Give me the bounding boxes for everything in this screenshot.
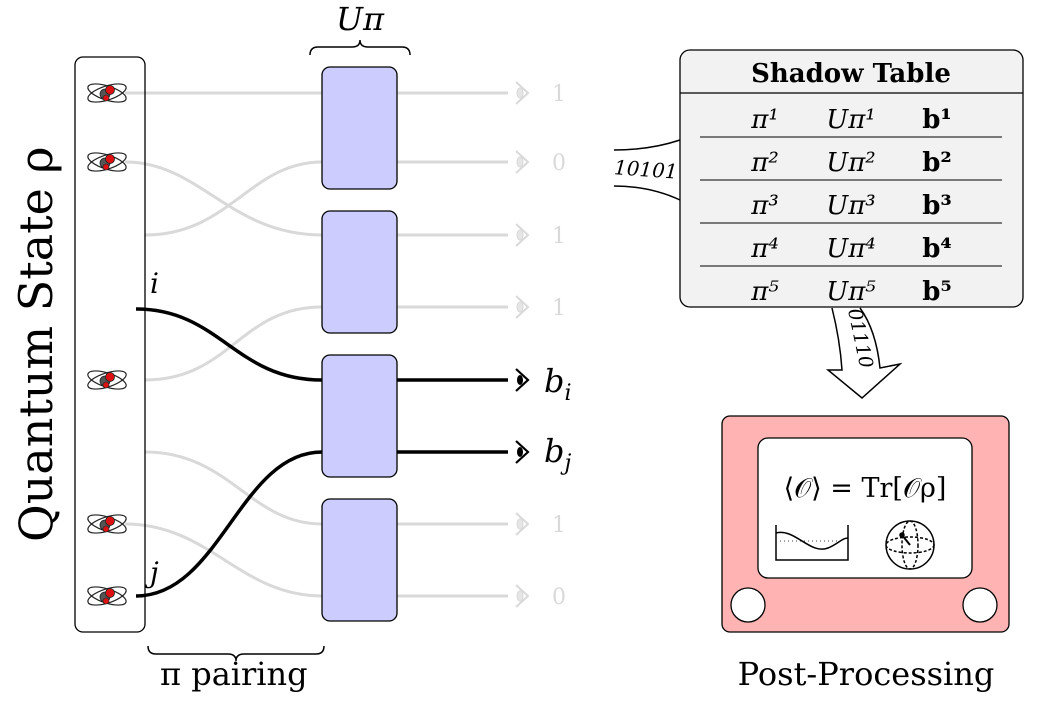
shadow-table bbox=[679, 49, 1024, 308]
quantum-state-title: Quantum State ρ bbox=[9, 146, 63, 542]
outcome: 1 bbox=[552, 513, 566, 538]
atom-icon bbox=[85, 366, 129, 394]
eye-icon bbox=[514, 439, 530, 465]
table-cell-U: Uπ² bbox=[826, 148, 875, 178]
eye-icon bbox=[515, 512, 529, 536]
table-cell-pi: π⁴ bbox=[750, 234, 779, 264]
qubit-label-j: j bbox=[144, 556, 159, 589]
unitary-block bbox=[321, 354, 398, 478]
faded-wires bbox=[124, 91, 508, 598]
eye-icon bbox=[515, 81, 529, 105]
eye-icon bbox=[515, 223, 529, 247]
atom-icon bbox=[85, 79, 129, 107]
table-cell-b: b³ bbox=[922, 191, 952, 221]
pairing-label: π pairing bbox=[160, 655, 308, 693]
table-cell-pi: π¹ bbox=[750, 105, 779, 135]
atom-icon bbox=[85, 148, 129, 176]
table-cell-U: Uπ⁴ bbox=[826, 234, 875, 264]
expectation-formula: ⟨𝒪⟩ = Tr[𝒪ρ] bbox=[784, 473, 947, 504]
table-cell-b: b⁵ bbox=[922, 277, 952, 307]
table-cell-b: b² bbox=[922, 148, 952, 178]
table-cell-b: b⁴ bbox=[922, 234, 952, 264]
eye-icon bbox=[515, 295, 529, 319]
faded-outcomes: 1 0 1 1 1 0 bbox=[552, 82, 566, 610]
unitary-label: Uπ bbox=[336, 0, 385, 38]
post-processing-screen bbox=[757, 437, 973, 579]
active-wires bbox=[135, 307, 508, 598]
table-cell-U: Uπ³ bbox=[826, 191, 875, 221]
shadow-table-title: Shadow Table bbox=[751, 59, 951, 89]
stream-in: 10101 bbox=[613, 139, 681, 201]
table-cell-pi: π³ bbox=[750, 191, 779, 221]
pairing-brace bbox=[147, 645, 325, 662]
stream-in-bits: 10101 bbox=[613, 155, 678, 183]
table-cell-pi: π² bbox=[750, 148, 779, 178]
unitary-blocks bbox=[321, 66, 398, 622]
unitary-block bbox=[321, 498, 398, 622]
stream-out-arrow: 01110 bbox=[825, 306, 903, 399]
outcome: 0 bbox=[552, 585, 566, 610]
wave-well-icon bbox=[775, 525, 849, 561]
unitary-block bbox=[321, 210, 398, 334]
table-cell-U: Uπ⁵ bbox=[826, 277, 876, 307]
outcome-bj: bj bbox=[544, 432, 571, 476]
eye-icon bbox=[514, 367, 530, 393]
unitary-brace bbox=[309, 39, 411, 56]
shadow-table-rows: π¹ Uπ¹ b¹ π² Uπ² b² π³ Uπ³ b³ π⁴ Uπ⁴ b⁴ π⁵ Uπ⁵ b⁵ bbox=[700, 105, 1002, 307]
eye-icon bbox=[515, 150, 529, 174]
unitary-block bbox=[321, 66, 398, 190]
table-cell-pi: π⁵ bbox=[750, 277, 779, 307]
qubit-label-i: i bbox=[150, 267, 159, 300]
knob-left bbox=[730, 587, 766, 623]
post-processing-caption: Post-Processing bbox=[738, 655, 995, 693]
atom-icon bbox=[85, 510, 129, 538]
outcome: 1 bbox=[552, 224, 566, 249]
table-cell-U: Uπ¹ bbox=[826, 105, 875, 135]
outcome-bi: bi bbox=[544, 362, 572, 406]
outcome: 0 bbox=[552, 151, 566, 176]
outcome: 1 bbox=[552, 296, 566, 321]
outcome: 1 bbox=[552, 82, 566, 107]
table-cell-b: b¹ bbox=[922, 105, 952, 135]
bloch-sphere-icon bbox=[885, 520, 935, 570]
knob-right bbox=[962, 587, 998, 623]
qubit-register bbox=[74, 56, 146, 633]
atom-icon bbox=[85, 582, 129, 610]
eye-icon bbox=[515, 584, 529, 608]
